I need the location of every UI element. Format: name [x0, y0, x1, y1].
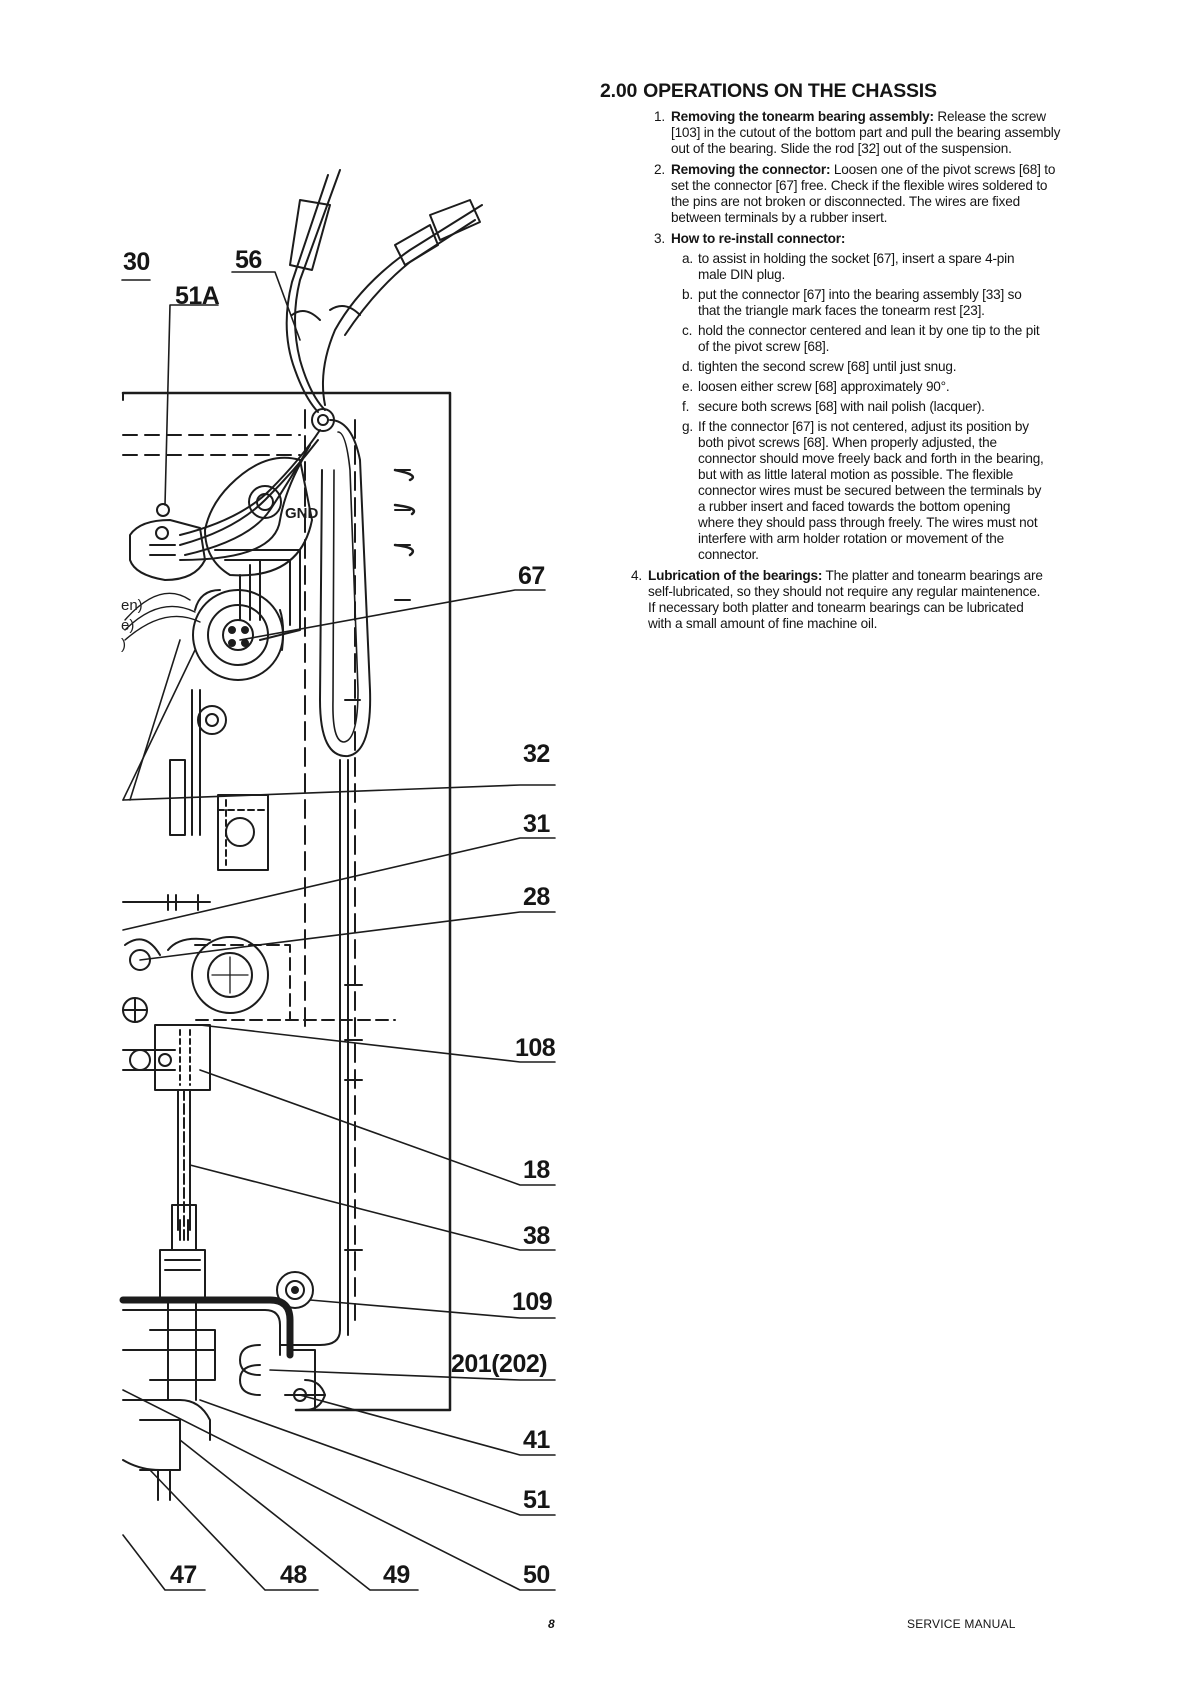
step-heading: Removing the tonearm bearing assembly:	[671, 109, 934, 124]
section-number: 2.00	[600, 80, 638, 102]
service-manual-label: SERVICE MANUAL	[907, 1617, 1016, 1631]
step-marker: 4.	[631, 568, 642, 583]
step-text: Release the screw [103] in the cutout of…	[671, 109, 1061, 156]
step-marker: 1.	[654, 109, 665, 124]
substep-marker: e.	[682, 379, 693, 394]
substep-b: b. put the connector [67] into the beari…	[682, 287, 1046, 319]
partial-label-3: )	[121, 636, 126, 653]
substep-d: d. tighten the second screw [68] until j…	[682, 359, 1046, 375]
partial-label-1: en)	[121, 597, 143, 614]
callout-67: 67	[518, 562, 545, 590]
callout-51a: 51A	[175, 282, 220, 310]
chassis-drawing: GND	[119, 169, 556, 1591]
substep-marker: c.	[682, 323, 693, 338]
step-reinstall-connector: 3. How to re-install connector: a. to as…	[654, 231, 1067, 563]
step-remove-bearing-assembly: 1. Removing the tonearm bearing assembly…	[654, 109, 1067, 157]
gnd-label: GND	[285, 505, 319, 522]
callout-109: 109	[512, 1288, 553, 1316]
substep-g: g. If the connector [67] is not centered…	[682, 419, 1046, 563]
callout-31: 31	[523, 810, 550, 838]
step-heading: Lubrication of the bearings:	[648, 568, 823, 583]
substep-marker: a.	[682, 251, 693, 266]
substep-a: a. to assist in holding the socket [67],…	[682, 251, 1046, 283]
callout-41: 41	[523, 1426, 550, 1454]
substep-text: put the connector [67] into the bearing …	[698, 287, 1022, 318]
callout-49: 49	[383, 1561, 410, 1589]
callout-32: 32	[523, 740, 550, 768]
callout-47: 47	[170, 1561, 197, 1589]
callout-30: 30	[123, 248, 150, 276]
step-marker: 3.	[654, 231, 665, 246]
chassis-diagram: GND	[119, 169, 556, 1591]
substep-text: secure both screws [68] with nail polish…	[698, 399, 985, 414]
section-title: OPERATIONS ON THE CHASSIS	[643, 80, 937, 102]
substep-marker: f.	[682, 399, 690, 414]
substep-text: hold the connector centered and lean it …	[698, 323, 1040, 354]
substep-text: If the connector [67] is not centered, a…	[698, 419, 1044, 562]
substep-e: e. loosen either screw [68] approximatel…	[682, 379, 1046, 395]
step-heading: Removing the connector:	[671, 162, 831, 177]
callout-201-202: 201(202)	[451, 1350, 548, 1378]
step-text: The platter and tonearm bearings are sel…	[648, 568, 1043, 631]
substep-list: a. to assist in holding the socket [67],…	[671, 251, 1067, 563]
callout-50: 50	[523, 1561, 550, 1589]
callout-56: 56	[235, 246, 262, 274]
partial-label-2: e)	[121, 617, 135, 634]
substep-f: f. secure both screws [68] with nail pol…	[682, 399, 1046, 415]
step-heading: How to re-install connector:	[671, 231, 846, 246]
callout-48: 48	[280, 1561, 307, 1589]
callout-38: 38	[523, 1222, 550, 1250]
callout-18: 18	[523, 1156, 550, 1184]
callout-108: 108	[515, 1034, 556, 1062]
substep-marker: b.	[682, 287, 693, 302]
page-number: 8	[548, 1617, 555, 1631]
substep-c: c. hold the connector centered and lean …	[682, 323, 1046, 355]
callout-51: 51	[523, 1486, 550, 1514]
substep-marker: d.	[682, 359, 693, 374]
step-text: Loosen one of the pivot screws [68] to s…	[671, 162, 1056, 225]
substep-text: to assist in holding the socket [67], in…	[698, 251, 1015, 282]
substep-text: loosen either screw [68] approximately 9…	[698, 379, 950, 394]
substep-text: tighten the second screw [68] until just…	[698, 359, 957, 374]
step-lubrication: 4. Lubrication of the bearings: The plat…	[631, 568, 1048, 632]
step-remove-connector: 2. Removing the connector: Loosen one of…	[654, 162, 1067, 226]
step-marker: 2.	[654, 162, 665, 177]
substep-marker: g.	[682, 419, 693, 434]
callout-28: 28	[523, 883, 550, 911]
